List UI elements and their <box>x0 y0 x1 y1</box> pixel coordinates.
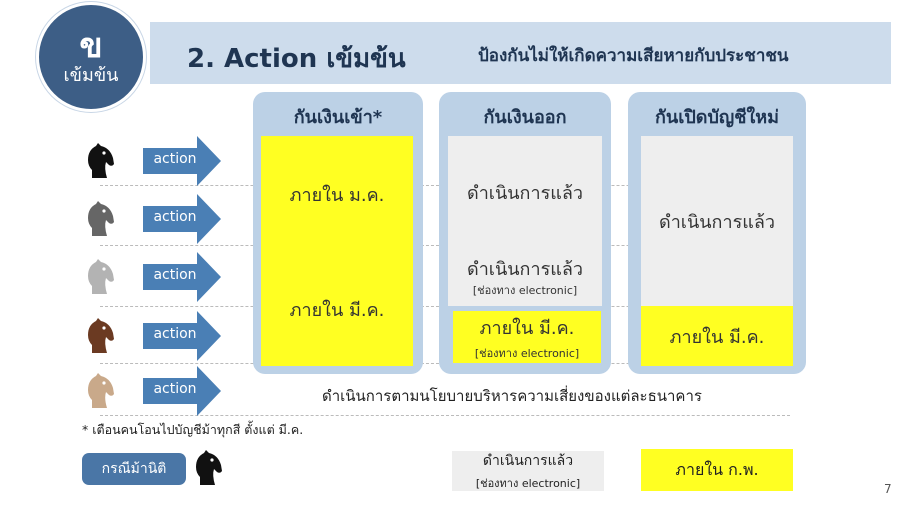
action-label: action <box>153 326 197 342</box>
action-label: action <box>153 267 197 283</box>
logo-word: เข้มข้น <box>63 65 119 86</box>
action-arrow-icon <box>143 311 221 361</box>
cell-text: ภายใน มี.ค. <box>289 299 385 321</box>
legend-done-note: [ช่องทาง electronic] <box>475 477 581 490</box>
cell-text: ดำเนินการแล้ว <box>467 259 583 280</box>
cell-text: ดำเนินการแล้ว <box>659 211 775 233</box>
cell-text: ภายใน มี.ค. <box>479 317 575 339</box>
logo-letter: ข <box>79 26 103 66</box>
action-arrow-icon <box>143 136 221 186</box>
nominee-case-button[interactable]: กรณีม้านิติ <box>82 453 186 485</box>
action-label: action <box>153 151 197 167</box>
cell-text: ดำเนินการแล้ว <box>467 183 583 204</box>
cell-text: ภายใน มี.ค. <box>669 326 765 348</box>
page-title: 2. Action เข้มข้น <box>187 44 406 74</box>
policy-text: ดำเนินการตามนโยบายบริหารความเสี่ยงของแต่… <box>322 387 702 405</box>
footnote: * เตือนคนโอนไปบัญชีม้าทุกสี ตั้งแต่ มี.ค… <box>82 422 304 437</box>
page-number: 7 <box>884 482 892 496</box>
legend-done-text: ดำเนินการแล้ว <box>482 453 574 469</box>
cell-note: [ช่องทาง electronic] <box>474 346 580 360</box>
black-horse-icon <box>88 143 114 178</box>
column-heading: กันเงินเข้า* <box>293 107 383 128</box>
row-divider <box>100 415 790 416</box>
column-heading: กันเปิดบัญชีใหม่ <box>655 107 779 128</box>
cell-text: ภายใน ม.ค. <box>289 184 385 206</box>
cell-money-out-mar: ภายใน มี.ค. [ช่องทาง electronic] <box>453 311 601 363</box>
column-heading: กันเงินออก <box>483 107 567 128</box>
action-label: action <box>153 381 197 397</box>
black-horse-icon <box>196 450 222 485</box>
page-subtitle: ป้องกันไม่ให้เกิดความเสียหายกับประชาชน <box>478 46 789 66</box>
cell-new-account-done: ดำเนินการแล้ว <box>641 136 793 306</box>
brown-horse-icon <box>88 318 114 353</box>
action-arrow-icon <box>143 252 221 302</box>
cell-note: [ช่องทาง electronic] <box>472 284 578 297</box>
action-label: action <box>153 209 197 225</box>
legend-deadline: ภายใน ก.พ. <box>641 449 793 491</box>
cell-money-out-done: ดำเนินการแล้ว ดำเนินการแล้ว [ช่องทาง ele… <box>448 136 602 306</box>
logo-badge: ข เข้มข้น <box>36 2 146 112</box>
legend-done: ดำเนินการแล้ว [ช่องทาง electronic] <box>452 451 604 491</box>
cell-money-in-mar: ภายใน มี.ค. <box>261 252 413 366</box>
light-grey-horse-icon <box>88 259 114 294</box>
header-bar <box>150 22 891 84</box>
dark-grey-horse-icon <box>88 201 114 236</box>
action-arrow-icon <box>143 194 221 244</box>
cell-new-account-mar: ภายใน มี.ค. <box>641 306 793 366</box>
cell-money-in-jan: ภายใน ม.ค. <box>261 136 413 252</box>
action-arrow-icon <box>143 366 221 416</box>
beige-horse-icon <box>88 373 114 408</box>
